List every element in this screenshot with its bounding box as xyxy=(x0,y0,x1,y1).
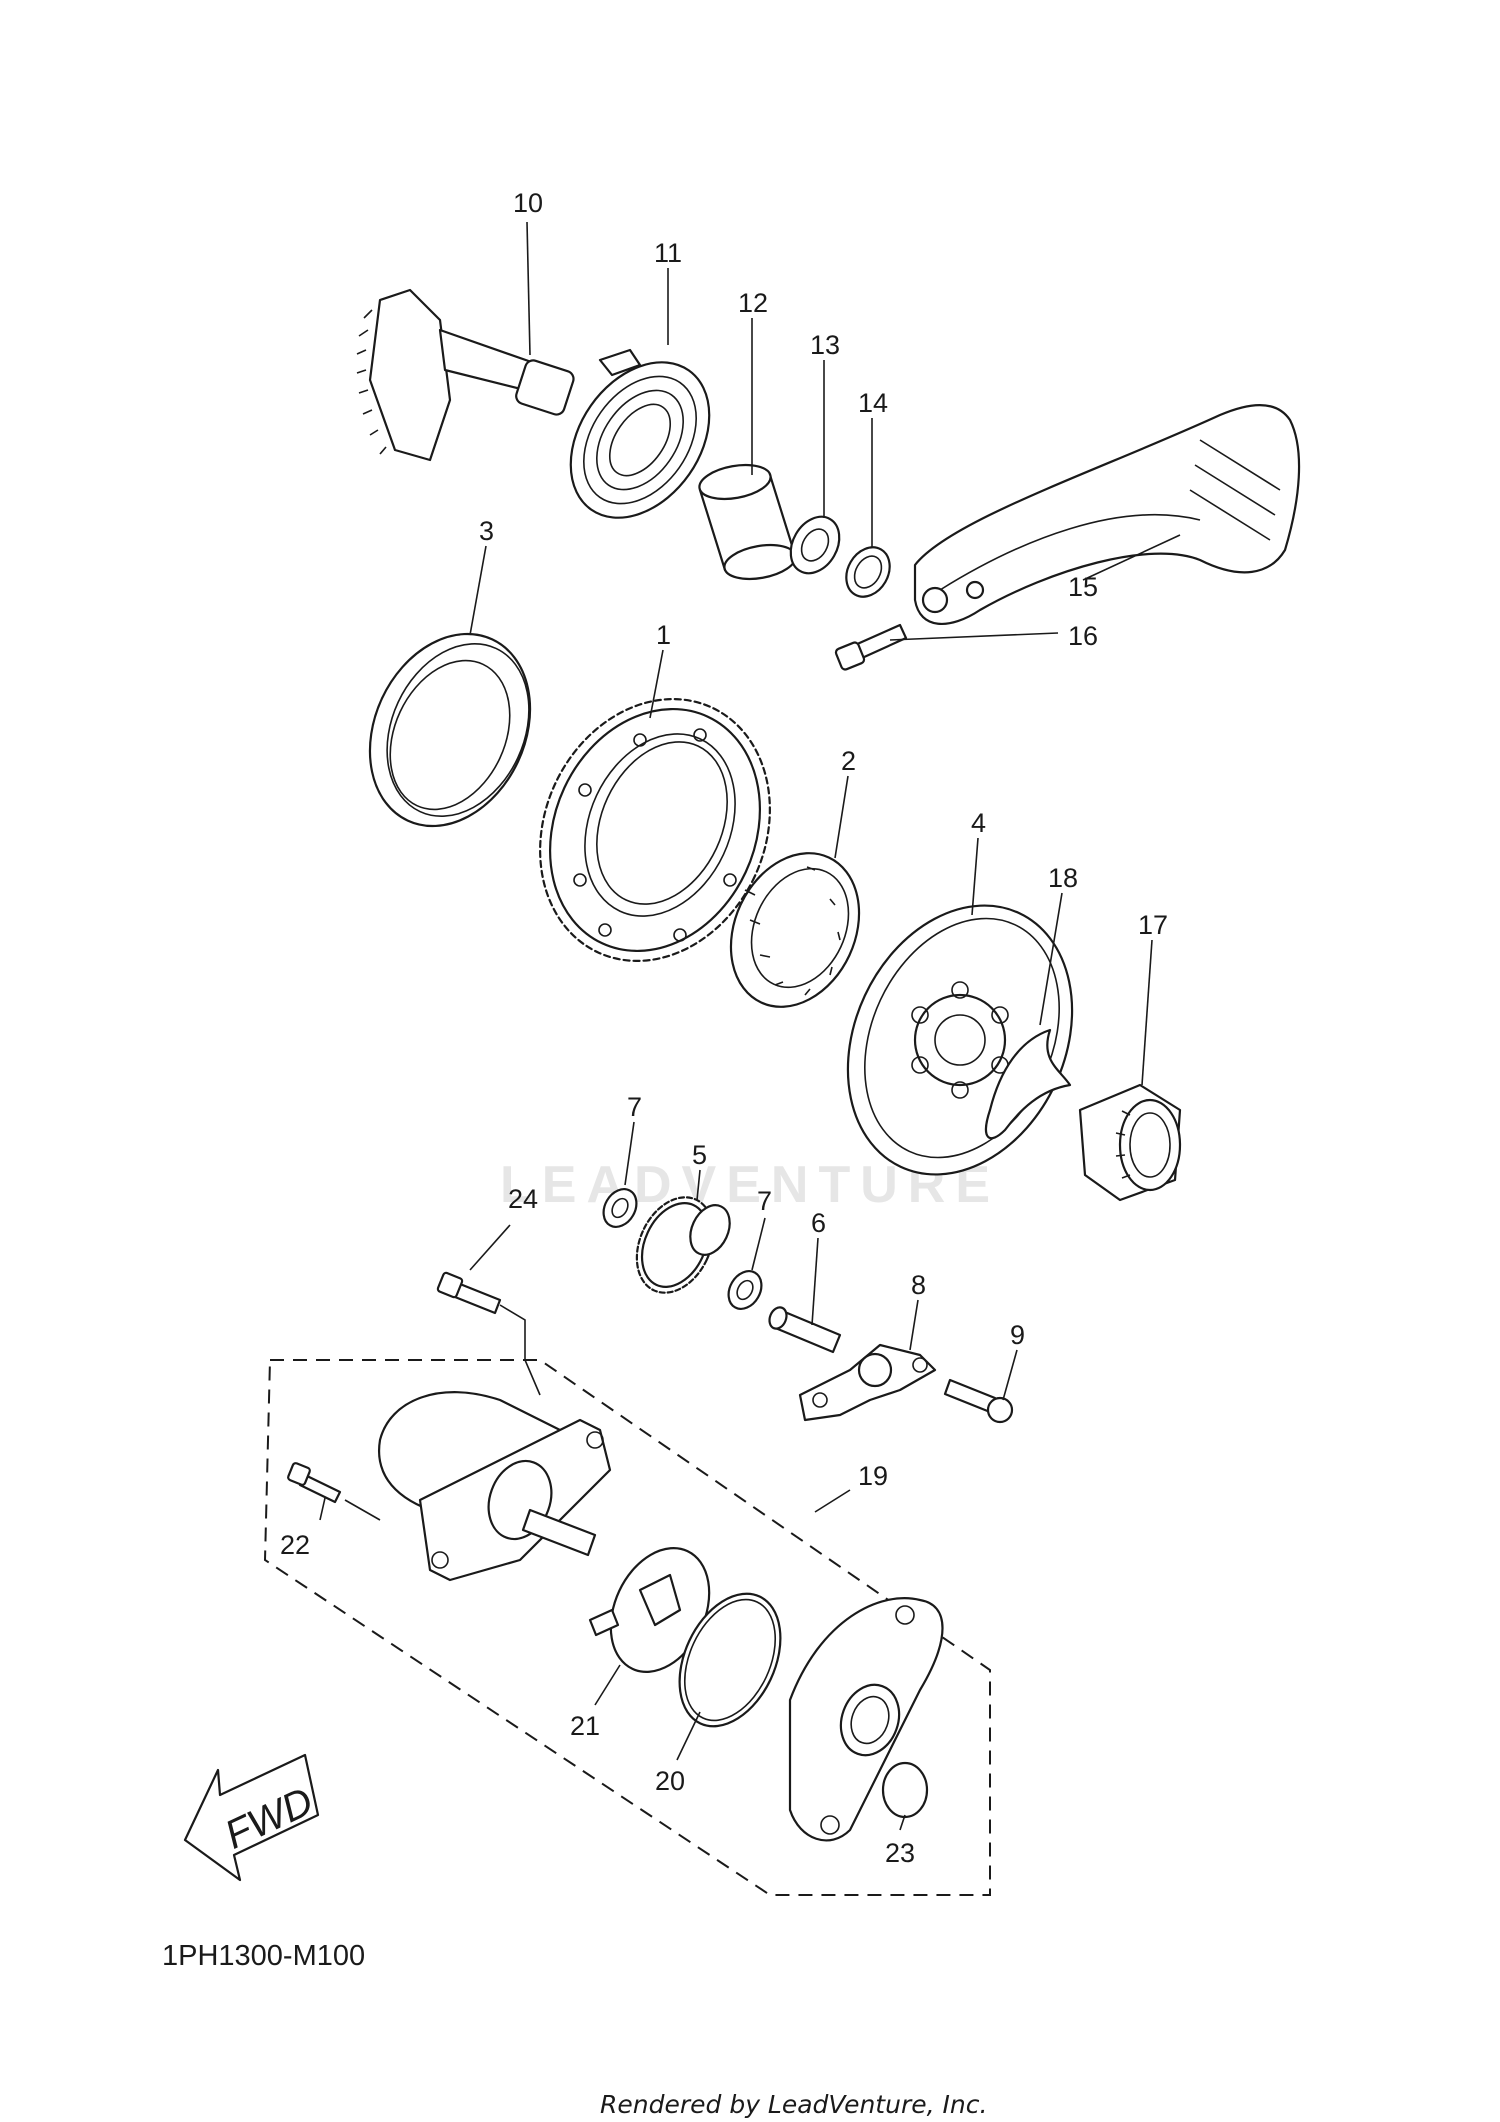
callout-16: 16 xyxy=(1068,621,1098,651)
part-9-screw[interactable] xyxy=(943,1378,1014,1424)
callout-18: 18 xyxy=(1048,863,1078,893)
part-8-bracket[interactable] xyxy=(798,1343,937,1422)
part-12-collar[interactable] xyxy=(697,460,798,584)
part-6-shaft[interactable] xyxy=(766,1305,842,1354)
callout-2: 2 xyxy=(841,746,856,776)
part-1-starter-wheel-gear[interactable] xyxy=(498,661,811,999)
part-14-circlip[interactable] xyxy=(838,539,899,604)
part-18-clip[interactable] xyxy=(985,1028,1072,1140)
assembly-19-boundary xyxy=(263,1359,991,1896)
callouts: 10 11 12 13 14 15 16 3 1 2 4 18 17 7 5 7… xyxy=(280,188,1168,1868)
part-3-seal[interactable] xyxy=(340,608,560,853)
callout-1: 1 xyxy=(656,620,671,650)
callout-19: 19 xyxy=(858,1461,888,1491)
callout-24: 24 xyxy=(508,1184,538,1214)
callout-20: 20 xyxy=(655,1766,685,1796)
part-5-idler-gear[interactable] xyxy=(622,1185,737,1305)
callout-12: 12 xyxy=(738,288,768,318)
callout-7-a: 7 xyxy=(627,1092,642,1122)
part-13-washer[interactable] xyxy=(781,508,849,582)
diagram-code: 1PH1300-M100 xyxy=(162,1940,366,1972)
starter-motor[interactable] xyxy=(378,1391,612,1582)
part-22-screw[interactable] xyxy=(287,1462,381,1521)
callout-8: 8 xyxy=(911,1270,926,1300)
starter-end-cover[interactable] xyxy=(788,1597,944,1842)
part-7-washer-b[interactable] xyxy=(722,1265,768,1315)
part-15-kick-crank[interactable] xyxy=(913,403,1301,625)
part-23-cap[interactable] xyxy=(881,1761,929,1819)
part-10-kick-shaft[interactable] xyxy=(356,288,576,462)
callout-22: 22 xyxy=(280,1530,310,1560)
callout-10: 10 xyxy=(513,188,543,218)
callout-5: 5 xyxy=(692,1140,707,1170)
callout-6: 6 xyxy=(811,1208,826,1238)
callout-13: 13 xyxy=(810,330,840,360)
callout-21: 21 xyxy=(570,1711,600,1741)
callout-17: 17 xyxy=(1138,910,1168,940)
leader-lines xyxy=(319,221,1181,1831)
part-7-washer-a[interactable] xyxy=(597,1183,643,1233)
callout-3: 3 xyxy=(479,516,494,546)
footer-credit: Rendered by LeadVenture, Inc. xyxy=(600,2090,988,2119)
part-17-pinion-gear[interactable] xyxy=(1078,1083,1182,1202)
callout-11: 11 xyxy=(654,238,682,268)
callout-9: 9 xyxy=(1010,1320,1025,1350)
callout-14: 14 xyxy=(858,388,888,418)
callout-7-b: 7 xyxy=(757,1186,772,1216)
fwd-arrow: FWD xyxy=(183,1753,320,1882)
callout-23: 23 xyxy=(885,1838,915,1868)
part-20-o-ring[interactable] xyxy=(660,1578,801,1743)
part-24-bolt[interactable] xyxy=(436,1271,541,1396)
part-11-spring[interactable] xyxy=(542,336,738,544)
callout-4: 4 xyxy=(971,808,986,838)
callout-15: 15 xyxy=(1068,572,1098,602)
part-2-one-way-clutch[interactable] xyxy=(707,832,883,1028)
part-16-bolt[interactable] xyxy=(834,623,908,671)
